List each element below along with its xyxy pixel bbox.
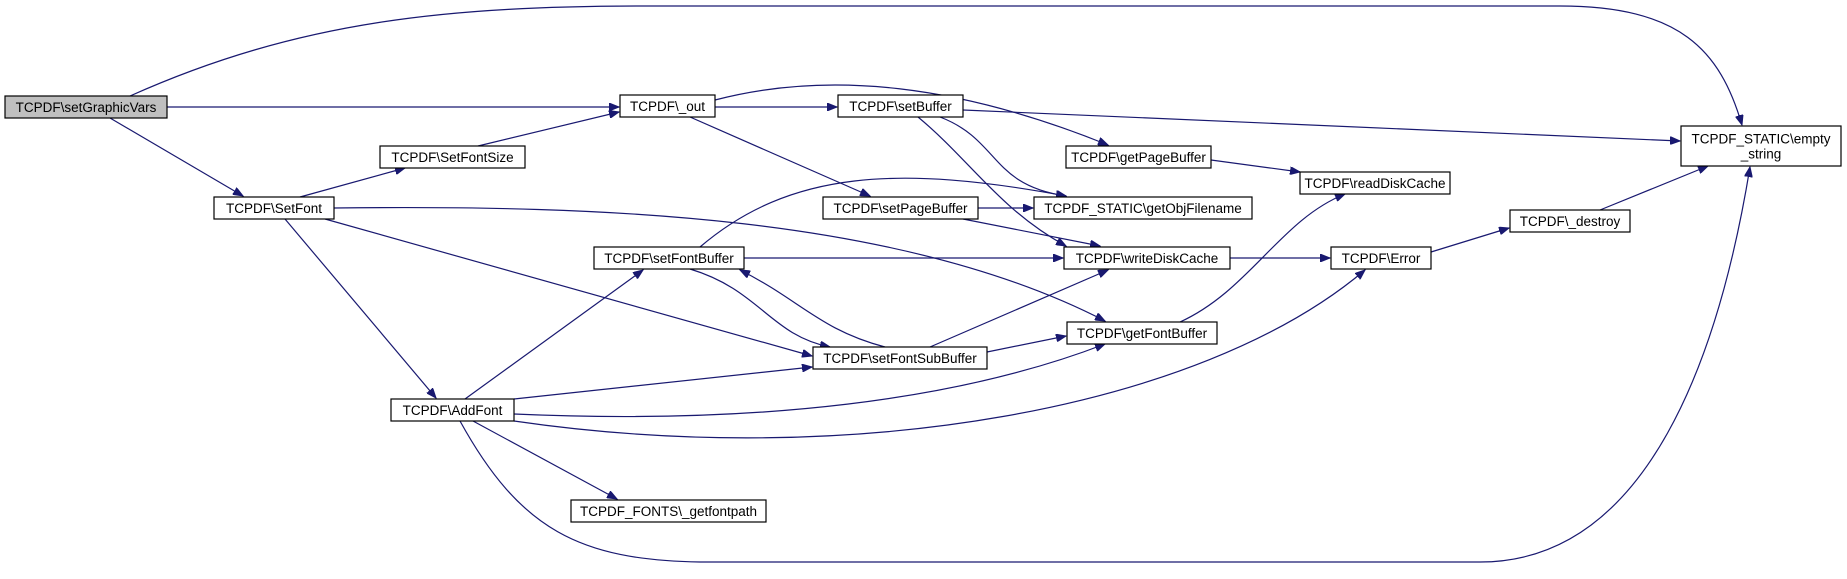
node-box-setPageBuffer[interactable] [822, 196, 979, 220]
node-box-setFontSubBuffer[interactable] [812, 346, 988, 370]
node-box-empty_string[interactable] [1680, 125, 1842, 167]
node-label-SetFont: TCPDF\SetFont [226, 201, 322, 216]
node-label-writeDiskCache: TCPDF\writeDiskCache [1076, 251, 1219, 266]
edge-setFontBuffer-to-setFontSubBuffer [689, 268, 830, 347]
node-label-setGraphicVars: TCPDF\setGraphicVars [16, 100, 157, 115]
node-box-SetFont[interactable] [213, 196, 335, 220]
node-box-getPageBuffer[interactable] [1065, 145, 1212, 169]
node-out[interactable]: TCPDF\_out [619, 94, 716, 118]
node-SetFont[interactable]: TCPDF\SetFont [213, 196, 335, 220]
node-Error[interactable]: TCPDF\Error [1330, 246, 1432, 270]
edge-out-to-getPageBuffer [714, 84, 1108, 146]
edge-out-to-setPageBuffer [689, 116, 870, 197]
node-label-empty_string: TCPDF_STATIC\empty [1691, 132, 1830, 147]
node-setGraphicVars[interactable]: TCPDF\setGraphicVars [4, 95, 168, 119]
node-box-setGraphicVars[interactable] [4, 95, 168, 119]
edges-layer [109, 5, 1750, 563]
node-box-out[interactable] [619, 94, 716, 118]
node-setPageBuffer[interactable]: TCPDF\setPageBuffer [822, 196, 979, 220]
node-label-getFontBuffer: TCPDF\getFontBuffer [1077, 326, 1208, 341]
node-getFontBuffer[interactable]: TCPDF\getFontBuffer [1066, 321, 1218, 345]
node-box-getFontBuffer[interactable] [1066, 321, 1218, 345]
node-box-Error[interactable] [1330, 246, 1432, 270]
node-destroy[interactable]: TCPDF\_destroy [1509, 209, 1631, 233]
edge-getPageBuffer-to-readDiskCache [1210, 159, 1300, 172]
edge-AddFont-to-Error [513, 270, 1365, 439]
node-getfontpath[interactable]: TCPDF_FONTS\_getfontpath [570, 499, 767, 523]
edge-setBuffer-to-writeDiskCache [917, 116, 1066, 246]
edge-SetFont-to-SetFontSize [299, 168, 405, 198]
node-label-readDiskCache: TCPDF\readDiskCache [1304, 176, 1445, 191]
node-readDiskCache[interactable]: TCPDF\readDiskCache [1299, 171, 1451, 195]
node-box-SetFontSize[interactable] [379, 145, 526, 169]
edge-setFontSubBuffer-to-getFontBuffer [986, 336, 1066, 353]
edge-setFontSubBuffer-to-setFontBuffer [740, 270, 886, 348]
edge-setFontBuffer-to-getObjFilename [699, 177, 1066, 248]
edge-SetFont-to-setFontSubBuffer [324, 218, 812, 356]
node-label-setPageBuffer: TCPDF\setPageBuffer [833, 201, 968, 216]
edge-setPageBuffer-to-writeDiskCache [962, 218, 1100, 246]
edge-SetFontSize-to-out [477, 112, 619, 147]
node-box-readDiskCache[interactable] [1299, 171, 1451, 195]
edge-AddFont-to-getFontBuffer [513, 344, 1105, 418]
edge-Error-to-destroy [1430, 228, 1509, 253]
node-getPageBuffer[interactable]: TCPDF\getPageBuffer [1065, 145, 1212, 169]
edge-AddFont-to-getfontpath [472, 420, 617, 499]
node-box-getfontpath[interactable] [570, 499, 767, 523]
node-label-empty_string: _string [1740, 147, 1782, 162]
node-label-setFontSubBuffer: TCPDF\setFontSubBuffer [823, 351, 977, 366]
node-setBuffer[interactable]: TCPDF\setBuffer [837, 94, 964, 118]
node-box-destroy[interactable] [1509, 209, 1631, 233]
node-label-out: TCPDF\_out [630, 99, 705, 114]
node-box-setBuffer[interactable] [837, 94, 964, 118]
node-label-Error: TCPDF\Error [1342, 251, 1421, 266]
edge-SetFont-to-getFontBuffer [333, 206, 1105, 321]
node-empty_string[interactable]: TCPDF_STATIC\empty_string [1680, 125, 1842, 167]
node-label-setBuffer: TCPDF\setBuffer [849, 99, 952, 114]
node-label-AddFont: TCPDF\AddFont [403, 403, 503, 418]
edge-setBuffer-to-getObjFilename [939, 116, 1066, 196]
node-label-getfontpath: TCPDF_FONTS\_getfontpath [580, 504, 757, 519]
edge-destroy-to-empty_string [1599, 165, 1708, 211]
edge-getFontBuffer-to-readDiskCache [1179, 193, 1345, 323]
edge-setGraphicVars-to-empty_string [129, 5, 1742, 125]
edge-AddFont-to-setFontSubBuffer [513, 367, 812, 400]
node-setFontSubBuffer[interactable]: TCPDF\setFontSubBuffer [812, 346, 988, 370]
node-label-SetFontSize: TCPDF\SetFontSize [391, 150, 513, 165]
edge-setGraphicVars-to-SetFont [109, 117, 243, 196]
node-label-getPageBuffer: TCPDF\getPageBuffer [1071, 150, 1206, 165]
edge-setFontSubBuffer-to-writeDiskCache [929, 269, 1108, 348]
node-box-setFontBuffer[interactable] [593, 246, 745, 270]
edge-SetFont-to-AddFont [284, 218, 436, 398]
node-AddFont[interactable]: TCPDF\AddFont [390, 398, 515, 422]
node-label-getObjFilename: TCPDF_STATIC\getObjFilename [1044, 201, 1242, 216]
node-getObjFilename[interactable]: TCPDF_STATIC\getObjFilename [1033, 196, 1253, 220]
node-setFontBuffer[interactable]: TCPDF\setFontBuffer [593, 246, 745, 270]
node-box-AddFont[interactable] [390, 398, 515, 422]
node-label-setFontBuffer: TCPDF\setFontBuffer [604, 251, 734, 266]
node-box-getObjFilename[interactable] [1033, 196, 1253, 220]
node-box-writeDiskCache[interactable] [1063, 246, 1231, 270]
node-SetFontSize[interactable]: TCPDF\SetFontSize [379, 145, 526, 169]
edge-AddFont-to-setFontBuffer [464, 270, 643, 400]
edge-AddFont-to-empty_string [459, 167, 1750, 563]
node-label-destroy: TCPDF\_destroy [1520, 214, 1621, 229]
node-writeDiskCache[interactable]: TCPDF\writeDiskCache [1063, 246, 1231, 270]
edge-setBuffer-to-empty_string [962, 109, 1680, 141]
